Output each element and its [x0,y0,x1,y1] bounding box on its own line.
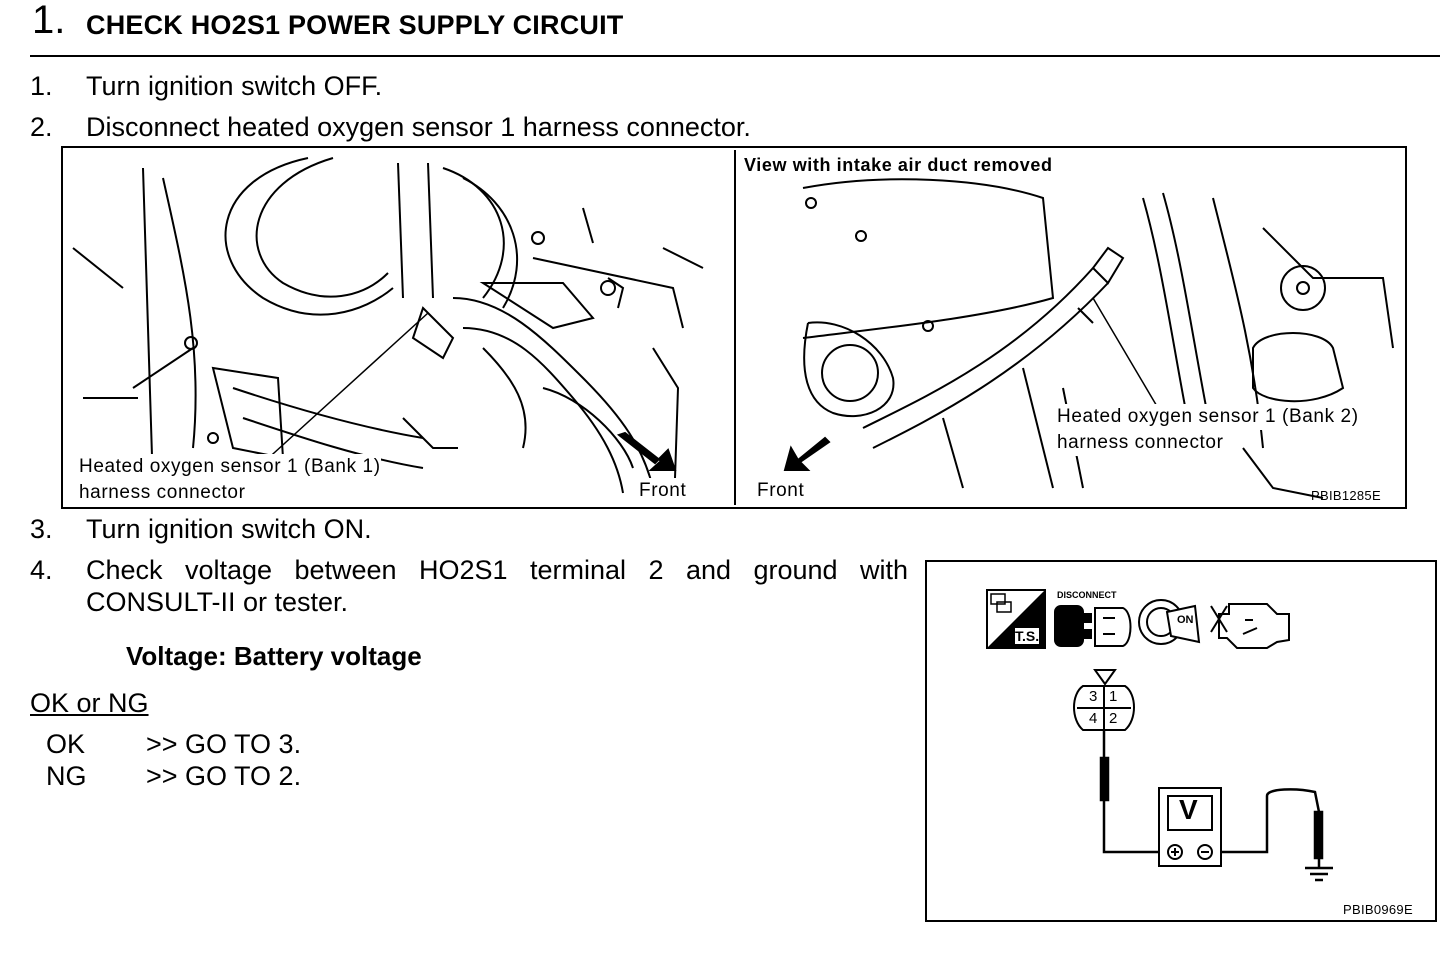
terminal-2: 2 [1109,710,1118,727]
front-label-left: Front [639,478,687,504]
figure-code: PBIB1285E [1311,488,1381,503]
step-text: Turn ignition switch ON. [86,514,372,544]
bank1-label-line2: harness connector [79,480,246,506]
terminal-4: 4 [1089,710,1098,727]
step-text: Check voltage between HO2S1 terminal 2 a… [86,555,908,585]
voltage-check-diagram [986,589,1333,882]
bank2-label-line1: Heated oxygen sensor 1 (Bank 2) [1057,404,1359,430]
ignition-on-icon [1138,599,1201,645]
ng-action[interactable]: >> GO TO 2. [146,761,302,791]
meter-label: V [1179,794,1198,825]
figure-code: PBIB0969E [1343,902,1413,917]
step-text: Disconnect heated oxygen sensor 1 harnes… [86,112,751,142]
ts-label: T.S. [1015,628,1040,644]
step-number: 3. [30,514,53,544]
result-heading: OK or NG [30,688,149,718]
sensor-connector [1073,669,1135,731]
section-number: 1. [32,0,66,42]
ng-label: NG [46,761,87,791]
disconnect-icon [1054,605,1132,647]
voltmeter [1158,787,1222,867]
header-rule [30,55,1440,57]
step-text: Turn ignition switch OFF. [86,71,383,101]
disconnect-label: DISCONNECT [1057,590,1117,600]
spec-voltage: Voltage: Battery voltage [126,641,422,671]
front-label-right: Front [757,478,805,504]
section-title: CHECK HO2S1 POWER SUPPLY CIRCUIT [86,10,624,40]
ok-label: OK [46,729,86,759]
step-number: 2. [30,112,53,142]
ok-action[interactable]: >> GO TO 3. [146,729,302,759]
engine-icon [1210,603,1290,649]
bank2-label-line2: harness connector [1057,430,1224,456]
step-number: 1. [30,71,53,101]
voltage-check-figure: DISCONNECT T.S. ON 3 1 4 2 V PBIB0969E [925,560,1437,922]
step-number: 4. [30,555,53,585]
terminal-1: 1 [1109,688,1118,705]
bank1-label-line1: Heated oxygen sensor 1 (Bank 1) [79,454,381,480]
terminal-3: 3 [1089,688,1098,705]
view-caption: View with intake air duct removed [744,155,1053,175]
on-label: ON [1177,614,1194,626]
step-4-line2: CONSULT-II or tester. [86,587,349,617]
engine-bay-figure: View with intake air duct removed Heated… [61,146,1407,509]
